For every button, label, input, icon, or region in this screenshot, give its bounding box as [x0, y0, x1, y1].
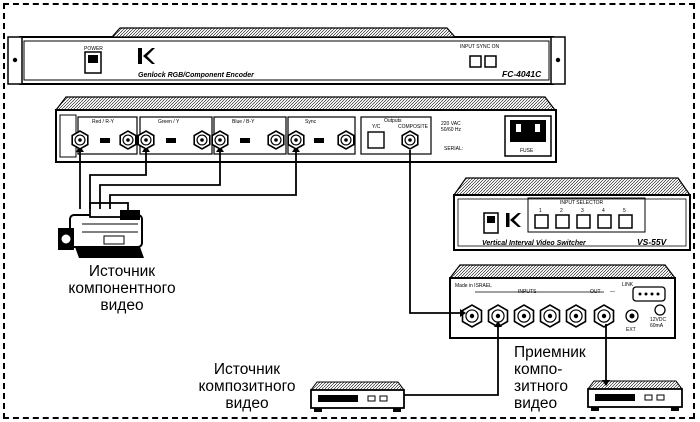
fuse-label: FUSE	[520, 148, 534, 154]
selector-button-2[interactable]	[555, 214, 570, 229]
selector-number-4: 4	[602, 208, 605, 214]
encoder-bnc-2	[119, 130, 137, 150]
selector-number-5: 5	[623, 208, 626, 214]
encoder-composite-bnc	[401, 130, 419, 150]
label-line: компо-	[514, 361, 563, 378]
label-line: Источник	[213, 361, 281, 378]
back-composite-label: COMPOSITE	[398, 124, 429, 130]
label-line: зитного	[514, 378, 568, 395]
switcher-input-bnc-5	[565, 304, 587, 328]
switcher-bnc-connectors	[461, 304, 615, 328]
back-group-label-3: Blue / B-Y	[232, 119, 255, 125]
link-port	[632, 286, 666, 302]
cable-green	[89, 150, 147, 209]
composite-receiver-deck-icon	[587, 380, 683, 411]
kramer-logo	[138, 48, 155, 64]
selector-button-5[interactable]	[618, 214, 633, 229]
link-label: LINK	[622, 282, 634, 288]
switcher-model-code: VS-55V	[637, 237, 668, 247]
back-serial-label: SERIAL:	[444, 146, 463, 152]
encoder-back-panel: Red / R-Y Green / Y Blue / B-Y Sync Outp…	[54, 96, 557, 163]
termination-switch-3[interactable]	[240, 138, 250, 143]
back-group-label-4: Sync	[305, 119, 317, 125]
ext-label: EXT	[626, 327, 636, 333]
encoder-model-name: Genlock RGB/Component Encoder	[138, 72, 255, 79]
selector-number-3: 3	[581, 208, 584, 214]
label-line: компонентного	[68, 280, 176, 297]
switcher-back-panel: Made in ISRAEL INPUTS OUT — LINK EXT 12V…	[448, 264, 677, 339]
cable-composite-in	[404, 324, 499, 396]
selector-button-3[interactable]	[576, 214, 591, 229]
cables	[79, 150, 607, 396]
label-line: Источник	[88, 263, 156, 280]
input-selector-label: INPUT SELECTOR	[560, 200, 604, 206]
switcher-input-bnc-1	[461, 304, 483, 328]
fuse-ac-inlet: FUSE	[504, 115, 552, 157]
encoder-bnc-3	[137, 130, 155, 150]
yc-port	[367, 131, 385, 149]
cable-blue	[99, 150, 221, 209]
encoder-bnc-8	[337, 130, 355, 150]
encoder-bnc-1	[71, 130, 89, 150]
label-line: видео	[225, 395, 269, 412]
encoder-front-panel: POWER Genlock RGB/Component Encoder FC-4…	[7, 27, 566, 85]
selector-buttons: 1 2 3 4 5	[534, 208, 633, 229]
cable-sync	[109, 150, 297, 209]
svg-text:—: —	[610, 289, 615, 295]
encoder-front-small-label: INPUT SYNC ON	[460, 44, 499, 50]
made-in-label: Made in ISRAEL	[455, 283, 492, 289]
back-yc-label: Y/C	[372, 124, 381, 130]
composite-source-deck-icon	[310, 381, 405, 412]
power-label: POWER	[84, 46, 103, 52]
cable-composite-out	[409, 150, 464, 314]
encoder-bnc-7	[287, 130, 305, 150]
selector-button-1[interactable]	[534, 214, 549, 229]
label-line: видео	[100, 297, 144, 314]
switcher-kramer-logo	[506, 213, 521, 227]
encoder-bnc-6	[267, 130, 285, 150]
selector-button-4[interactable]	[597, 214, 612, 229]
label-line: Приемник	[514, 344, 586, 361]
camera-icon	[58, 202, 144, 258]
switcher-input-bnc-3	[513, 304, 535, 328]
selector-number-1: 1	[539, 208, 542, 214]
selector-number-2: 2	[560, 208, 563, 214]
encoder-button-1[interactable]	[469, 55, 482, 68]
inputs-label: INPUTS	[518, 289, 537, 295]
cable-arrows	[76, 146, 610, 386]
termination-switch-1[interactable]	[100, 138, 110, 143]
encoder-bnc-4	[193, 130, 211, 150]
label-line: видео	[514, 395, 558, 412]
encoder-model-code: FC-4041C	[502, 69, 542, 79]
back-outputs-label: Outputs	[384, 118, 402, 124]
termination-switch-2[interactable]	[166, 138, 176, 143]
back-group-label-2: Green / Y	[158, 119, 180, 125]
switcher-input-bnc-4	[539, 304, 561, 328]
encoder-bnc-connectors	[71, 130, 419, 150]
label-line: композитного	[198, 378, 296, 395]
encoder-button-2[interactable]	[484, 55, 497, 68]
out-label: OUT	[590, 289, 601, 295]
switcher-front-panel: INPUT SELECTOR Vertical Interval Video S…	[452, 177, 692, 251]
dc-jack	[654, 304, 666, 316]
encoder-bnc-5	[211, 130, 229, 150]
switcher-model-name: Vertical Interval Video Switcher	[482, 240, 587, 247]
switcher-output-bnc	[593, 304, 615, 328]
back-group-label-1: Red / R-Y	[92, 119, 115, 125]
termination-switch-4[interactable]	[314, 138, 324, 143]
